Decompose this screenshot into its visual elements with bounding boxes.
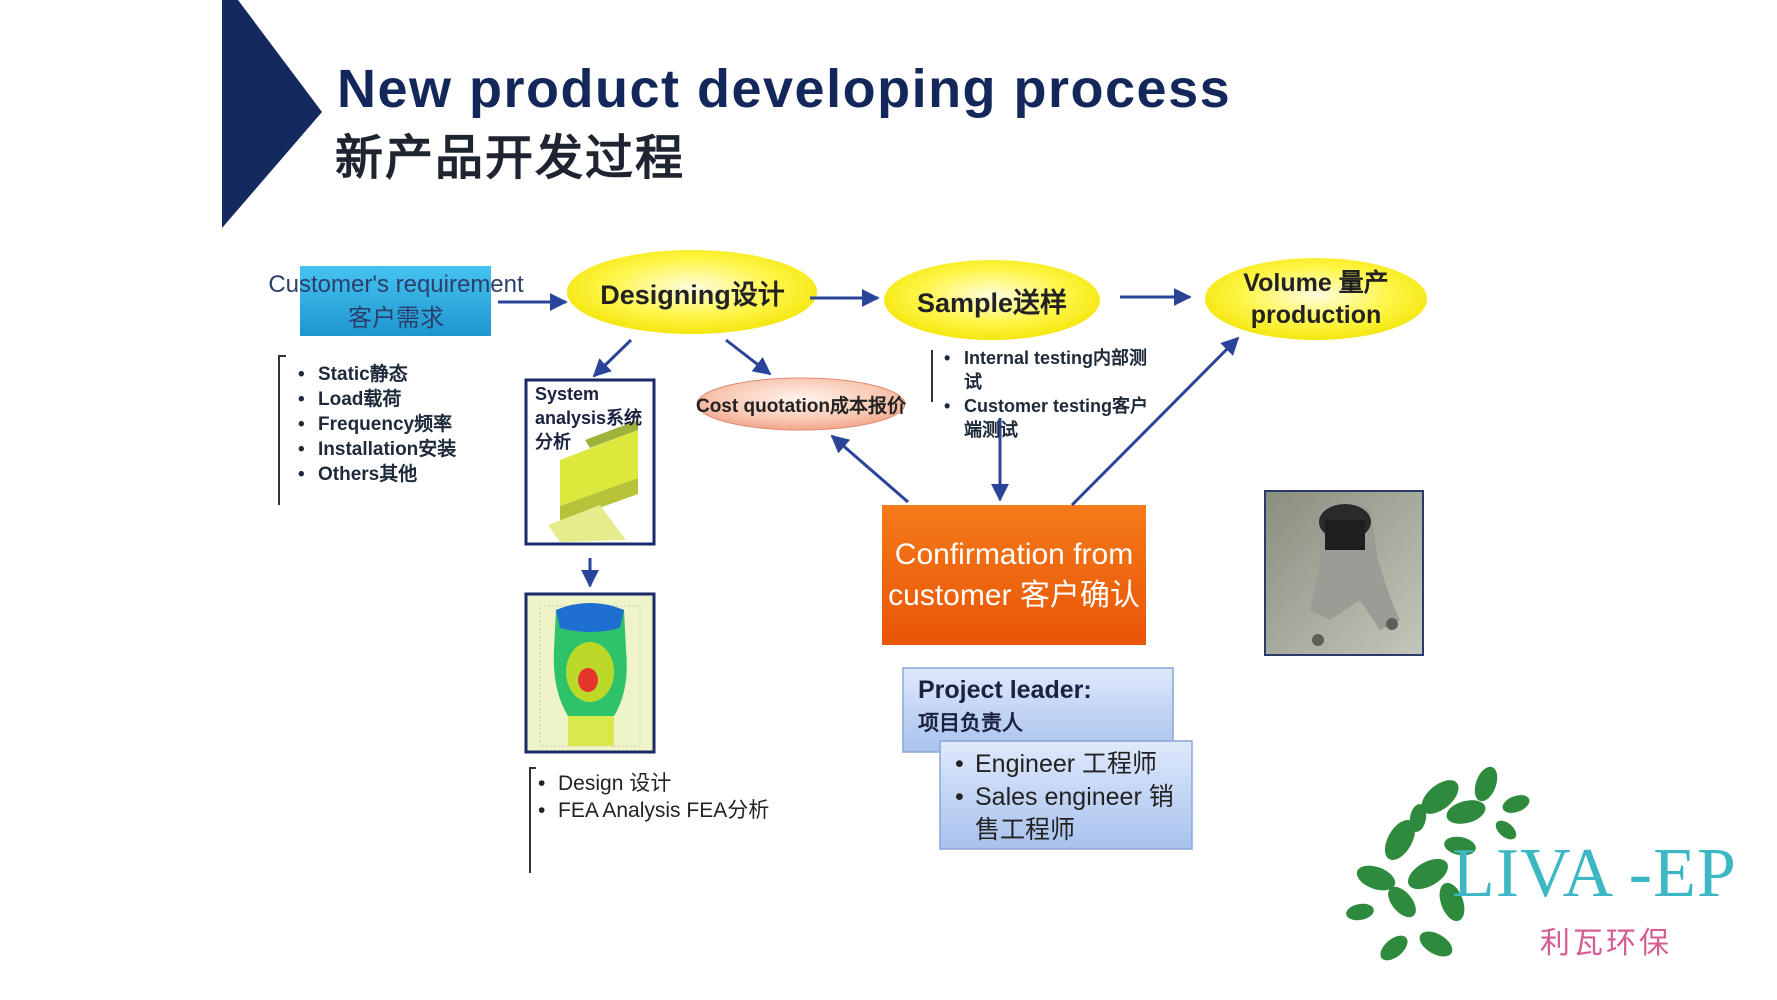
- logo-text: LIVA -EP: [1452, 835, 1737, 912]
- project-members-list: Engineer 工程师 Sales engineer 销售工程师: [955, 748, 1190, 847]
- designing-ellipse: [567, 250, 817, 334]
- volume-production-ellipse: [1205, 258, 1427, 340]
- customer-requirement-box: [300, 266, 491, 336]
- list-item: Installation安装: [298, 437, 456, 462]
- design-bracket: [529, 767, 536, 873]
- requirement-list: Static静态 Load载荷 Frequency频率 Installation…: [298, 362, 456, 487]
- volume-production-label: Volume 量产 production: [1243, 269, 1389, 329]
- design-list: Design 设计 FEA Analysis FEA分析: [538, 770, 769, 824]
- requirement-bracket: [278, 355, 286, 505]
- customer-requirement-label: Customer's requirement客户需求: [268, 271, 524, 332]
- logo-text-chinese: 利瓦环保: [1540, 927, 1672, 960]
- list-item: Static静态: [298, 362, 456, 387]
- sample-label: Sample送样: [916, 287, 1068, 318]
- logo-leaves-icon: [1346, 766, 1530, 961]
- list-item: Design 设计: [538, 770, 769, 797]
- testing-list: Internal testing内部测试 Customer testing客户端…: [944, 346, 1159, 442]
- fea-analysis-image: [524, 592, 656, 754]
- list-item: Internal testing内部测试: [944, 346, 1159, 394]
- confirmation-label: Confirmation from customer 客户确认: [888, 538, 1140, 612]
- confirmation-box: [882, 505, 1146, 645]
- project-leader-subtitle: 项目负责人: [918, 712, 1023, 735]
- list-item: Sales engineer 销售工程师: [955, 781, 1190, 847]
- cost-quotation-label: Cost quotation成本报价: [695, 395, 907, 417]
- designing-label: Designing设计: [600, 279, 785, 310]
- page-title-chinese: 新产品开发过程: [335, 132, 686, 185]
- list-item: Engineer 工程师: [955, 748, 1190, 781]
- sample-ellipse: [884, 260, 1100, 340]
- arrow-design-to-cost: [725, 338, 772, 376]
- list-item: Others其他: [298, 462, 456, 487]
- page-title: New product developing process: [337, 59, 1232, 119]
- system-analysis-image: [524, 378, 656, 546]
- list-item: Load载荷: [298, 387, 456, 412]
- list-item: Customer testing客户端测试: [944, 394, 1159, 442]
- title-chevron-shape: [222, 0, 322, 228]
- list-item: Frequency频率: [298, 412, 456, 437]
- project-leader-panel: [902, 667, 1174, 753]
- product-photo: [1264, 490, 1424, 656]
- system-analysis-label: System analysis系统分析: [535, 384, 643, 452]
- project-leader-title: Project leader:: [918, 676, 1092, 704]
- cost-quotation-ellipse: [696, 377, 906, 431]
- arrow-confirm-to-cost: [830, 434, 909, 504]
- arrow-design-to-system: [592, 338, 633, 378]
- list-item: FEA Analysis FEA分析: [538, 797, 769, 824]
